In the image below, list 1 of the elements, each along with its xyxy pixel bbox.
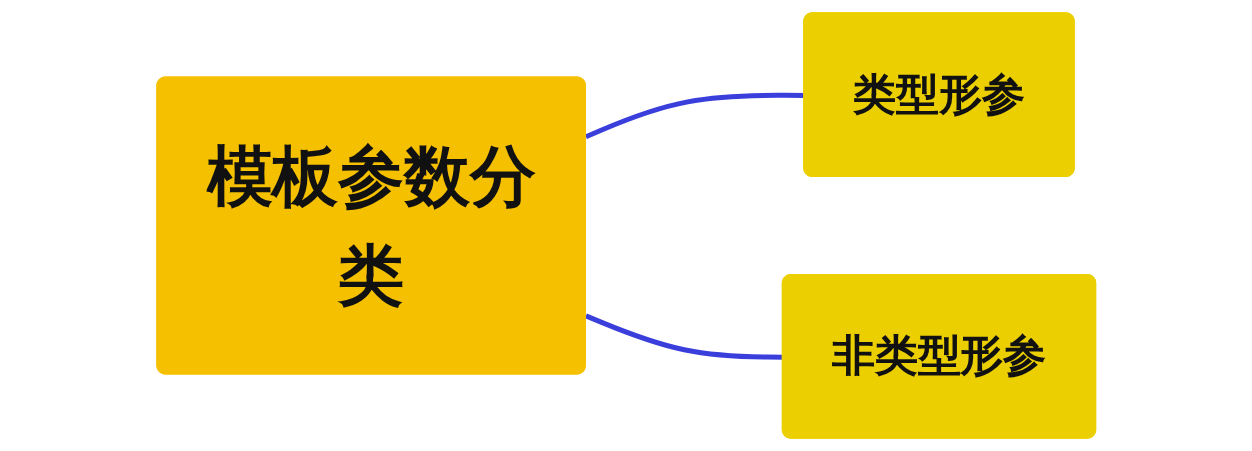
connector <box>584 92 805 140</box>
